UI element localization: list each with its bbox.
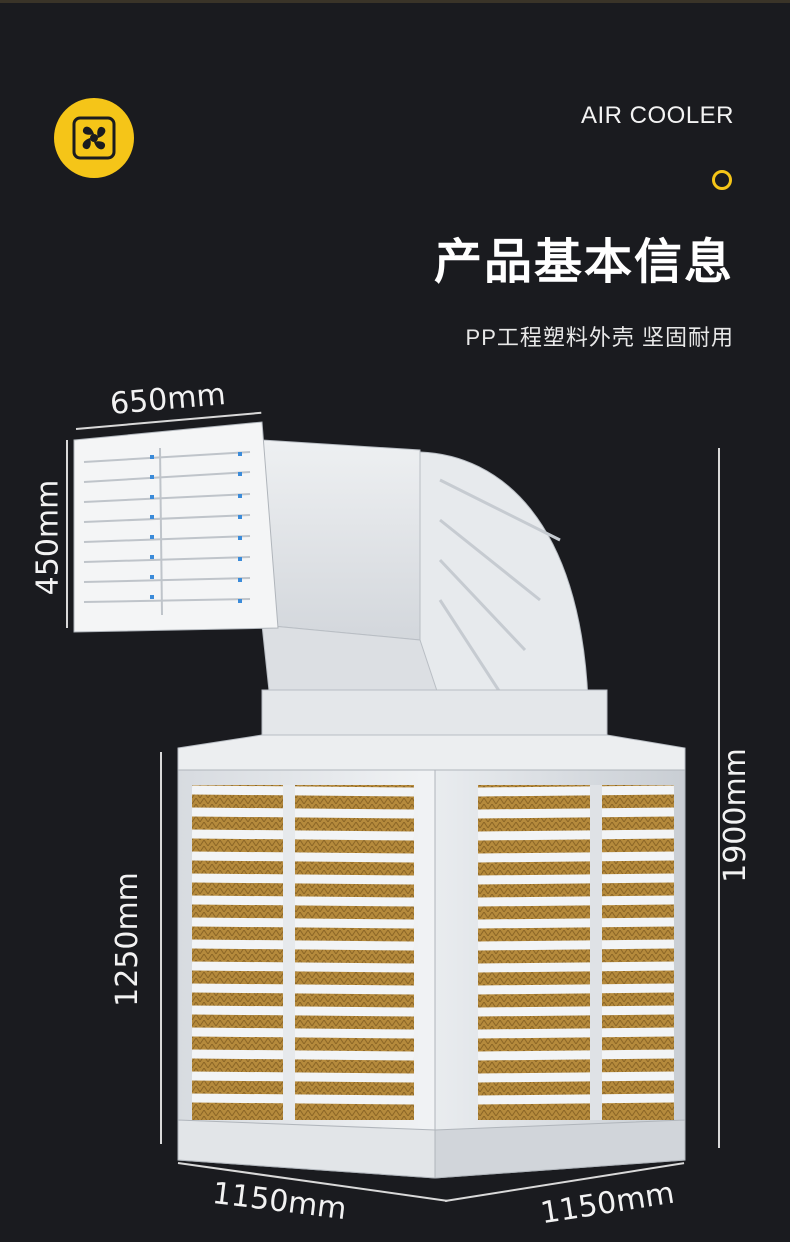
page-subline: PP工程塑料外壳 坚固耐用 — [465, 325, 734, 350]
top-border — [0, 0, 790, 3]
fan-badge — [54, 98, 134, 178]
outlet-duct — [261, 439, 608, 741]
body-height-label: 1250mm — [109, 872, 145, 1007]
outlet-grille — [73, 421, 279, 633]
accent-ring-icon — [712, 170, 732, 190]
outlet-height-label: 450mm — [30, 479, 66, 596]
total-height-label: 1900mm — [717, 748, 753, 883]
body-height-line — [160, 752, 162, 1144]
fan-icon — [72, 116, 116, 160]
page-headline: 产品基本信息 — [433, 236, 734, 289]
outlet-height-line — [66, 440, 68, 628]
cooler-body — [177, 734, 686, 1179]
total-height-line — [718, 448, 720, 1148]
brand-title: AIR COOLER — [580, 102, 734, 129]
